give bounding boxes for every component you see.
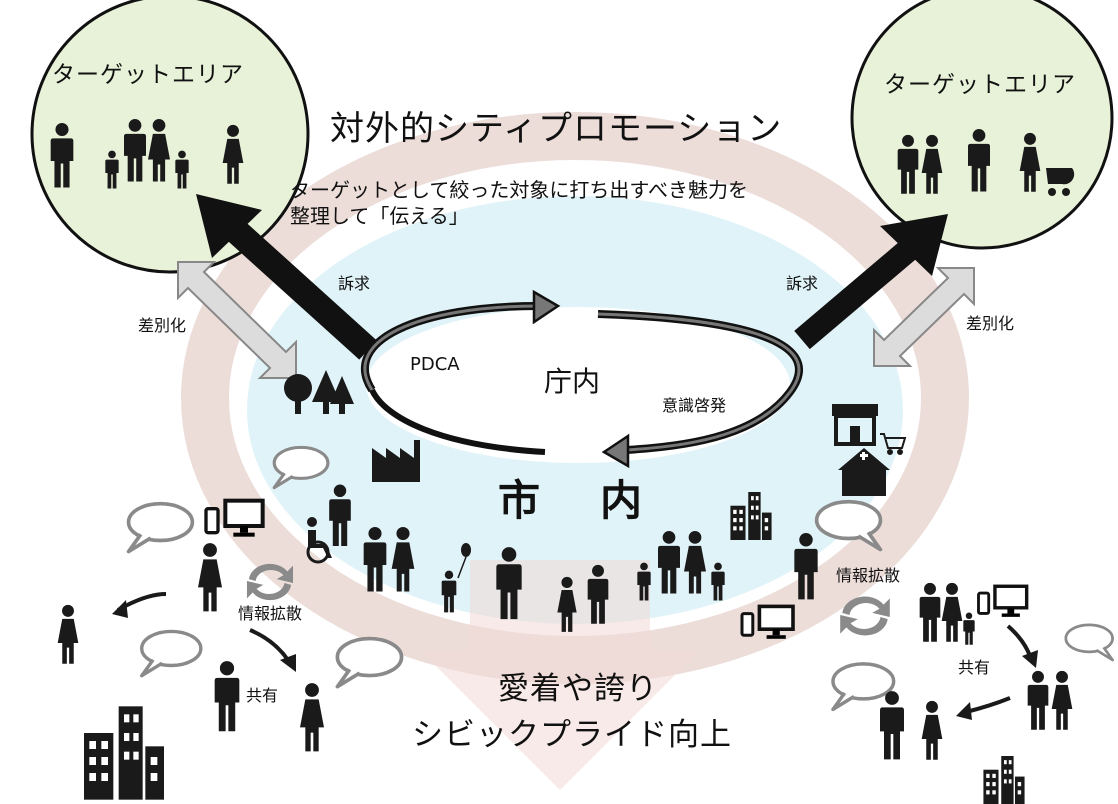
office-ellipse xyxy=(366,307,790,463)
speech-bubble-icon xyxy=(139,629,203,678)
city-label-part1: 市 xyxy=(498,476,541,525)
spread-arrow-head-icon xyxy=(280,654,296,672)
parent-with-baby-icon xyxy=(300,683,324,752)
target-area-right-label: ターゲットエリア xyxy=(884,72,1076,98)
page-title: 対外的シティプロモーション xyxy=(330,109,783,149)
shop-icon xyxy=(832,404,878,446)
pdca-label: PDCA xyxy=(410,354,460,375)
spread-label-left: 情報拡散 xyxy=(238,604,303,623)
differentiation-label-left: 差別化 xyxy=(138,316,187,335)
target-area-left-circle xyxy=(30,0,310,274)
city-icons xyxy=(84,370,1025,804)
person-icon xyxy=(880,691,904,760)
speech-bubble-icon xyxy=(126,501,195,554)
stroller-icon xyxy=(1046,168,1075,196)
spread-arrow-icon xyxy=(1006,624,1032,657)
woman-icon xyxy=(941,582,963,642)
hospital-icon xyxy=(838,448,890,496)
cart-icon xyxy=(880,433,907,455)
share-label-right: 共有 xyxy=(958,658,991,677)
target-people-right xyxy=(897,128,1075,196)
differentiation-arrow-right xyxy=(873,267,975,367)
spread-arrow-icon xyxy=(965,696,1011,714)
wheelchair-icon xyxy=(306,517,332,564)
woman-icon xyxy=(1051,670,1073,730)
appeal-label-right: 訴求 xyxy=(786,274,819,293)
spread-label-right: 情報拡散 xyxy=(836,566,901,585)
spread-arrow-icon xyxy=(249,628,290,662)
person-icon xyxy=(919,582,941,642)
spread-arrow-head-icon xyxy=(1022,650,1038,668)
speech-bubble-icon xyxy=(831,662,896,712)
woman-icon xyxy=(198,543,222,612)
person-icon xyxy=(1027,670,1049,730)
goal-line2: シビックプライド向上 xyxy=(412,717,732,753)
trees-icon xyxy=(284,370,354,414)
target-area-left-label: ターゲットエリア xyxy=(52,62,244,88)
factory-icon xyxy=(372,440,420,482)
building-icon xyxy=(983,756,1025,804)
phone-and-monitor-icon xyxy=(976,584,1029,618)
appeal-arrow-left xyxy=(196,194,377,360)
speech-bubble-icon xyxy=(335,636,404,689)
awareness-label: 意識啓発 xyxy=(662,396,727,415)
pdca-cycle-arrows xyxy=(361,289,803,469)
child-icon xyxy=(963,612,975,645)
speech-bubble-icon xyxy=(1064,623,1115,662)
downward-arrow-background xyxy=(420,560,700,790)
woman-icon xyxy=(57,604,79,664)
city-people xyxy=(306,484,725,632)
spread-arrow-head-icon xyxy=(956,702,972,720)
spread-arrow-head-icon xyxy=(112,600,128,618)
spread-group-right xyxy=(740,499,1115,760)
spread-group-left xyxy=(57,445,404,752)
woman-icon xyxy=(921,700,943,760)
differentiation-label-right: 差別化 xyxy=(966,314,1015,333)
office-label: 庁内 xyxy=(544,365,601,398)
person-icon xyxy=(214,661,240,732)
city-label-part2: 内 xyxy=(600,476,643,525)
appeal-description-line2: 整理して「伝える」 xyxy=(290,204,469,228)
share-label-left: 共有 xyxy=(246,686,279,705)
balloon-icon xyxy=(461,543,471,557)
goal-line1: 愛着や誇り xyxy=(498,671,658,707)
target-area-right-circle xyxy=(850,0,1114,250)
appeal-label-left: 訴求 xyxy=(338,274,371,293)
appeal-description-line1: ターゲットとして絞った対象に打ち出すべき魅力を xyxy=(290,178,748,202)
appeal-arrow-right xyxy=(794,214,948,350)
building-icon xyxy=(84,706,164,800)
